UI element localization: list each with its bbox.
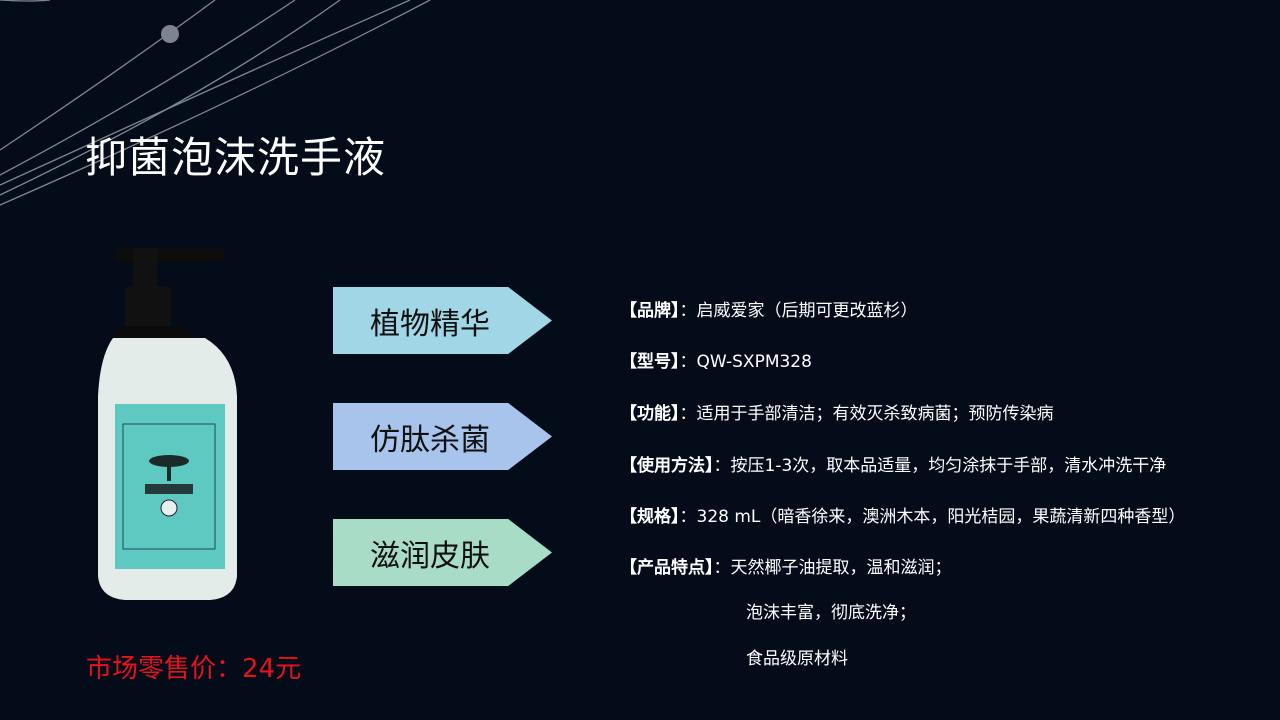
spec-function: 【功能】：适用于手部清洁；有效灭杀致病菌；预防传染病 xyxy=(620,399,1054,424)
spec-value: ：天然椰子油提取，温和滋润； xyxy=(713,558,952,578)
decorative-curves xyxy=(0,0,431,206)
page-title: 抑菌泡沫洗手液 xyxy=(85,133,387,182)
tag-label: 植物精华 xyxy=(370,306,490,342)
spec-usage: 【使用方法】：按压1-3次，取本品适量，均匀涂抹于手部，清水冲洗干净 xyxy=(620,451,1166,476)
feature-tag-moisturizing: 滋润皮肤 xyxy=(333,519,552,586)
spec-features: 【产品特点】：天然椰子油提取，温和滋润； xyxy=(620,553,952,578)
tag-label: 仿肽杀菌 xyxy=(370,422,490,458)
feature-tag-antibacterial: 仿肽杀菌 xyxy=(333,403,552,470)
spec-value: ：按压1-3次，取本品适量，均匀涂抹于手部，清水冲洗干净 xyxy=(713,456,1167,476)
spec-key: 【使用方法】 xyxy=(620,456,714,476)
spec-model: 【型号】：QW-SXPM328 xyxy=(620,347,812,372)
product-bottle-image xyxy=(98,248,237,600)
spec-key: 【规格】 xyxy=(620,507,680,527)
spec-key: 【产品特点】 xyxy=(620,558,714,578)
feature-tag-plant-extract: 植物精华 xyxy=(333,287,552,354)
spec-key: 【型号】 xyxy=(620,352,680,372)
spec-value: ：328 mL（暗香徐来，澳洲木本，阳光桔园，果蔬清新四种香型） xyxy=(679,507,1186,527)
spec-value: ：QW-SXPM328 xyxy=(679,352,812,372)
spec-key: 【品牌】 xyxy=(620,301,680,321)
tag-label: 滋润皮肤 xyxy=(370,538,490,574)
spec-brand: 【品牌】：启威爱家（后期可更改蓝杉） xyxy=(620,296,918,321)
spec-value: ：启威爱家（后期可更改蓝杉） xyxy=(679,301,918,321)
spec-value: ：适用于手部清洁；有效灭杀致病菌；预防传染病 xyxy=(679,404,1054,424)
spec-size: 【规格】：328 mL（暗香徐来，澳洲木本，阳光桔园，果蔬清新四种香型） xyxy=(620,502,1185,527)
decorative-dot xyxy=(161,25,179,43)
retail-price: 市场零售价：24元 xyxy=(86,654,302,684)
spec-features-line-2: 泡沫丰富，彻底洗净； xyxy=(746,603,916,623)
spec-key: 【功能】 xyxy=(620,404,680,424)
spec-features-line-3: 食品级原材料 xyxy=(746,649,848,669)
